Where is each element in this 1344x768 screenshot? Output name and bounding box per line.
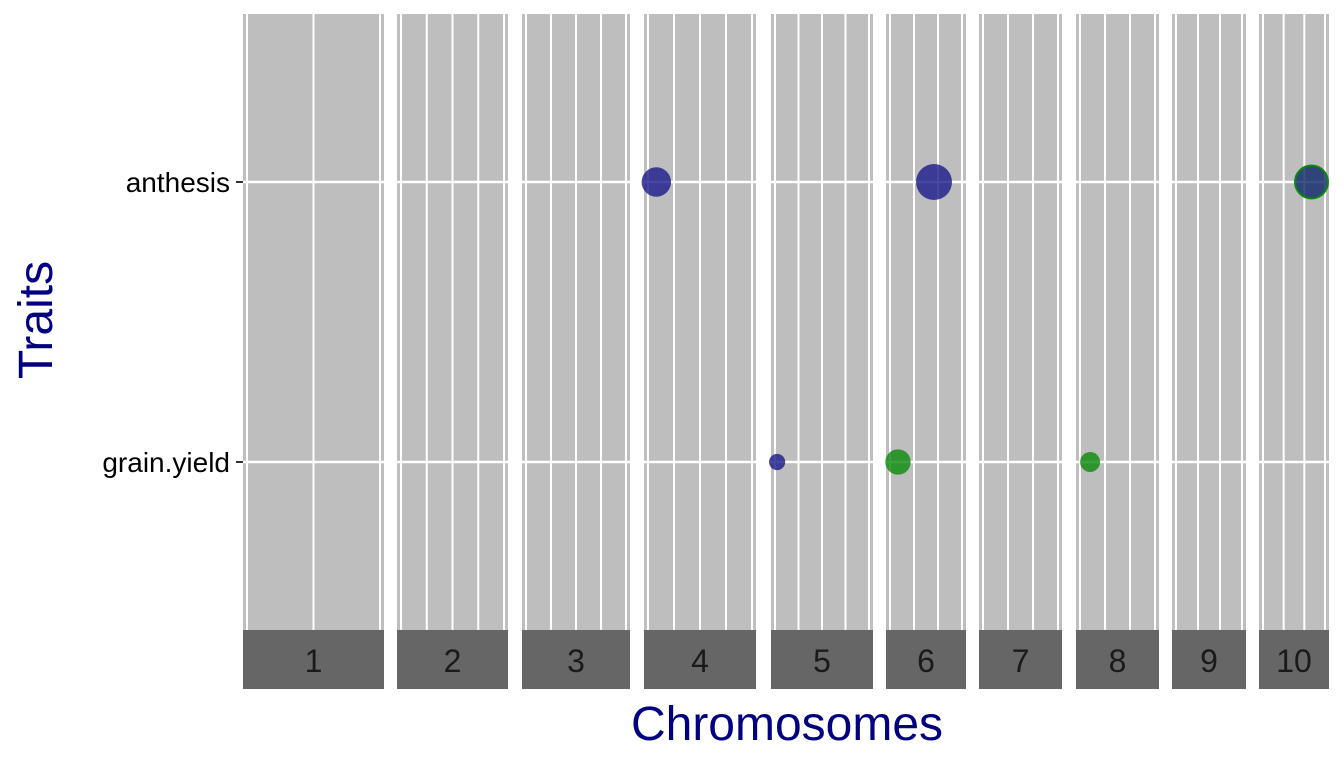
strip-label: 8: [1109, 643, 1127, 679]
point-chr-6-grain-yield: [885, 449, 911, 475]
panel-chr-10: [1259, 14, 1329, 630]
strip-label: 9: [1200, 643, 1218, 679]
y-axis-title: Traits: [10, 261, 63, 379]
panel-chr-9: [1172, 14, 1246, 630]
strip-chr-3: [522, 630, 630, 689]
strip-label: 10: [1276, 643, 1312, 679]
facet-panels: [243, 14, 1329, 630]
strip-label: 6: [917, 643, 935, 679]
strip-chr-4: [644, 630, 756, 689]
point-chr-8-grain-yield: [1080, 452, 1101, 472]
strip-chr-6: [886, 630, 966, 689]
strip-chr-5: [771, 630, 873, 689]
data-points: [641, 164, 1329, 475]
strip-label: 4: [691, 643, 709, 679]
strip-chr-8: [1076, 630, 1159, 689]
strip-chr-10: [1259, 630, 1329, 689]
strip-label: 1: [305, 643, 323, 679]
y-tick-label: anthesis: [126, 167, 230, 198]
strip-chr-9: [1172, 630, 1246, 689]
y-tick-label: grain.yield: [102, 447, 230, 478]
strip-chr-1: [243, 630, 384, 689]
strip-label: 2: [444, 643, 462, 679]
strip-label: 3: [567, 643, 585, 679]
panel-chr-6: [886, 14, 966, 630]
facet-strips: 1 2 3 4 5 6 7 8 9 10: [243, 630, 1329, 689]
point-chr-4-anthesis: [641, 167, 672, 197]
strip-label: 7: [1012, 643, 1030, 679]
y-axis-tick-labels: anthesis grain.yield: [102, 167, 243, 478]
strip-chr-2: [397, 630, 508, 689]
panel-chr-8: [1076, 14, 1159, 630]
strip-chr-7: [979, 630, 1062, 689]
strip-label: 5: [813, 643, 831, 679]
panel-chr-7: [979, 14, 1062, 630]
x-axis-title: Chromosomes: [631, 698, 943, 751]
point-chr-6-anthesis: [916, 164, 952, 200]
point-chr-5-grain-yield: [769, 453, 786, 471]
point-chr-10-anthesis: [1294, 164, 1329, 200]
